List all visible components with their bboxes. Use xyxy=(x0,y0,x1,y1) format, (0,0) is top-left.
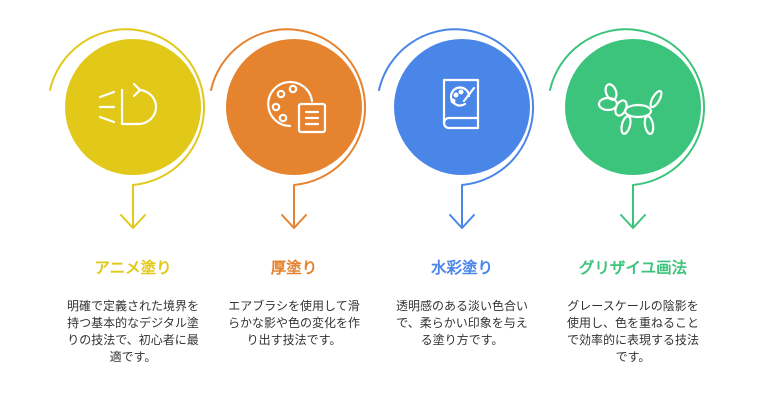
anime-circle xyxy=(65,39,201,175)
step-description: グレースケールの陰影を使用し、色を重ねることで効率的に表現する技法です。 xyxy=(566,299,699,364)
step-watercolor-text: 水彩塗り 透明感のある淡い色合いで、柔らかい印象を与える塗り方です。 xyxy=(387,258,537,349)
light-beam-icon xyxy=(98,82,158,126)
palette-icon xyxy=(267,80,327,134)
impasto-arc-ring xyxy=(210,28,367,186)
grisaille-arc-ring xyxy=(549,28,706,186)
watercolor-circle xyxy=(394,39,530,175)
watercolor-arc-ring xyxy=(378,28,535,186)
step-description: エアブラシを使用して滑らかな影や色の変化を作り出す技法です。 xyxy=(227,299,360,347)
grisaille-circle xyxy=(565,39,701,175)
grisaille-arrow-head xyxy=(620,214,646,229)
step-grisaille xyxy=(549,28,706,229)
anime-arc-ring xyxy=(49,28,206,186)
step-title: グリザイユ画法 xyxy=(578,259,688,277)
step-description: 透明感のある淡い色合いで、柔らかい印象を与える塗り方です。 xyxy=(395,299,528,347)
anime-arrow-head xyxy=(120,214,146,229)
step-title: 厚塗り xyxy=(270,259,318,277)
step-impasto xyxy=(210,28,367,229)
watercolor-arrow-head xyxy=(449,214,475,229)
step-watercolor xyxy=(378,28,535,229)
step-impasto-text: 厚塗り エアブラシを使用して滑らかな影や色の変化を作り出す技法です。 xyxy=(219,258,369,349)
art-book-icon xyxy=(442,78,480,130)
balloon-dog-icon xyxy=(597,83,663,135)
step-description: 明確で定義された境界を持つ基本的なデジタル塗りの技法で、初心者に最適です。 xyxy=(66,299,199,364)
step-title: 水彩塗り xyxy=(430,259,493,277)
impasto-arrow-head xyxy=(281,214,307,229)
step-anime xyxy=(49,28,206,229)
step-anime-text: アニメ塗り 明確で定義された境界を持つ基本的なデジタル塗りの技法で、初心者に最適… xyxy=(58,258,208,366)
impasto-circle xyxy=(226,39,362,175)
step-title: アニメ塗り xyxy=(94,259,172,277)
step-grisaille-text: グリザイユ画法 グレースケールの陰影を使用し、色を重ねることで効率的に表現する技… xyxy=(558,258,708,366)
